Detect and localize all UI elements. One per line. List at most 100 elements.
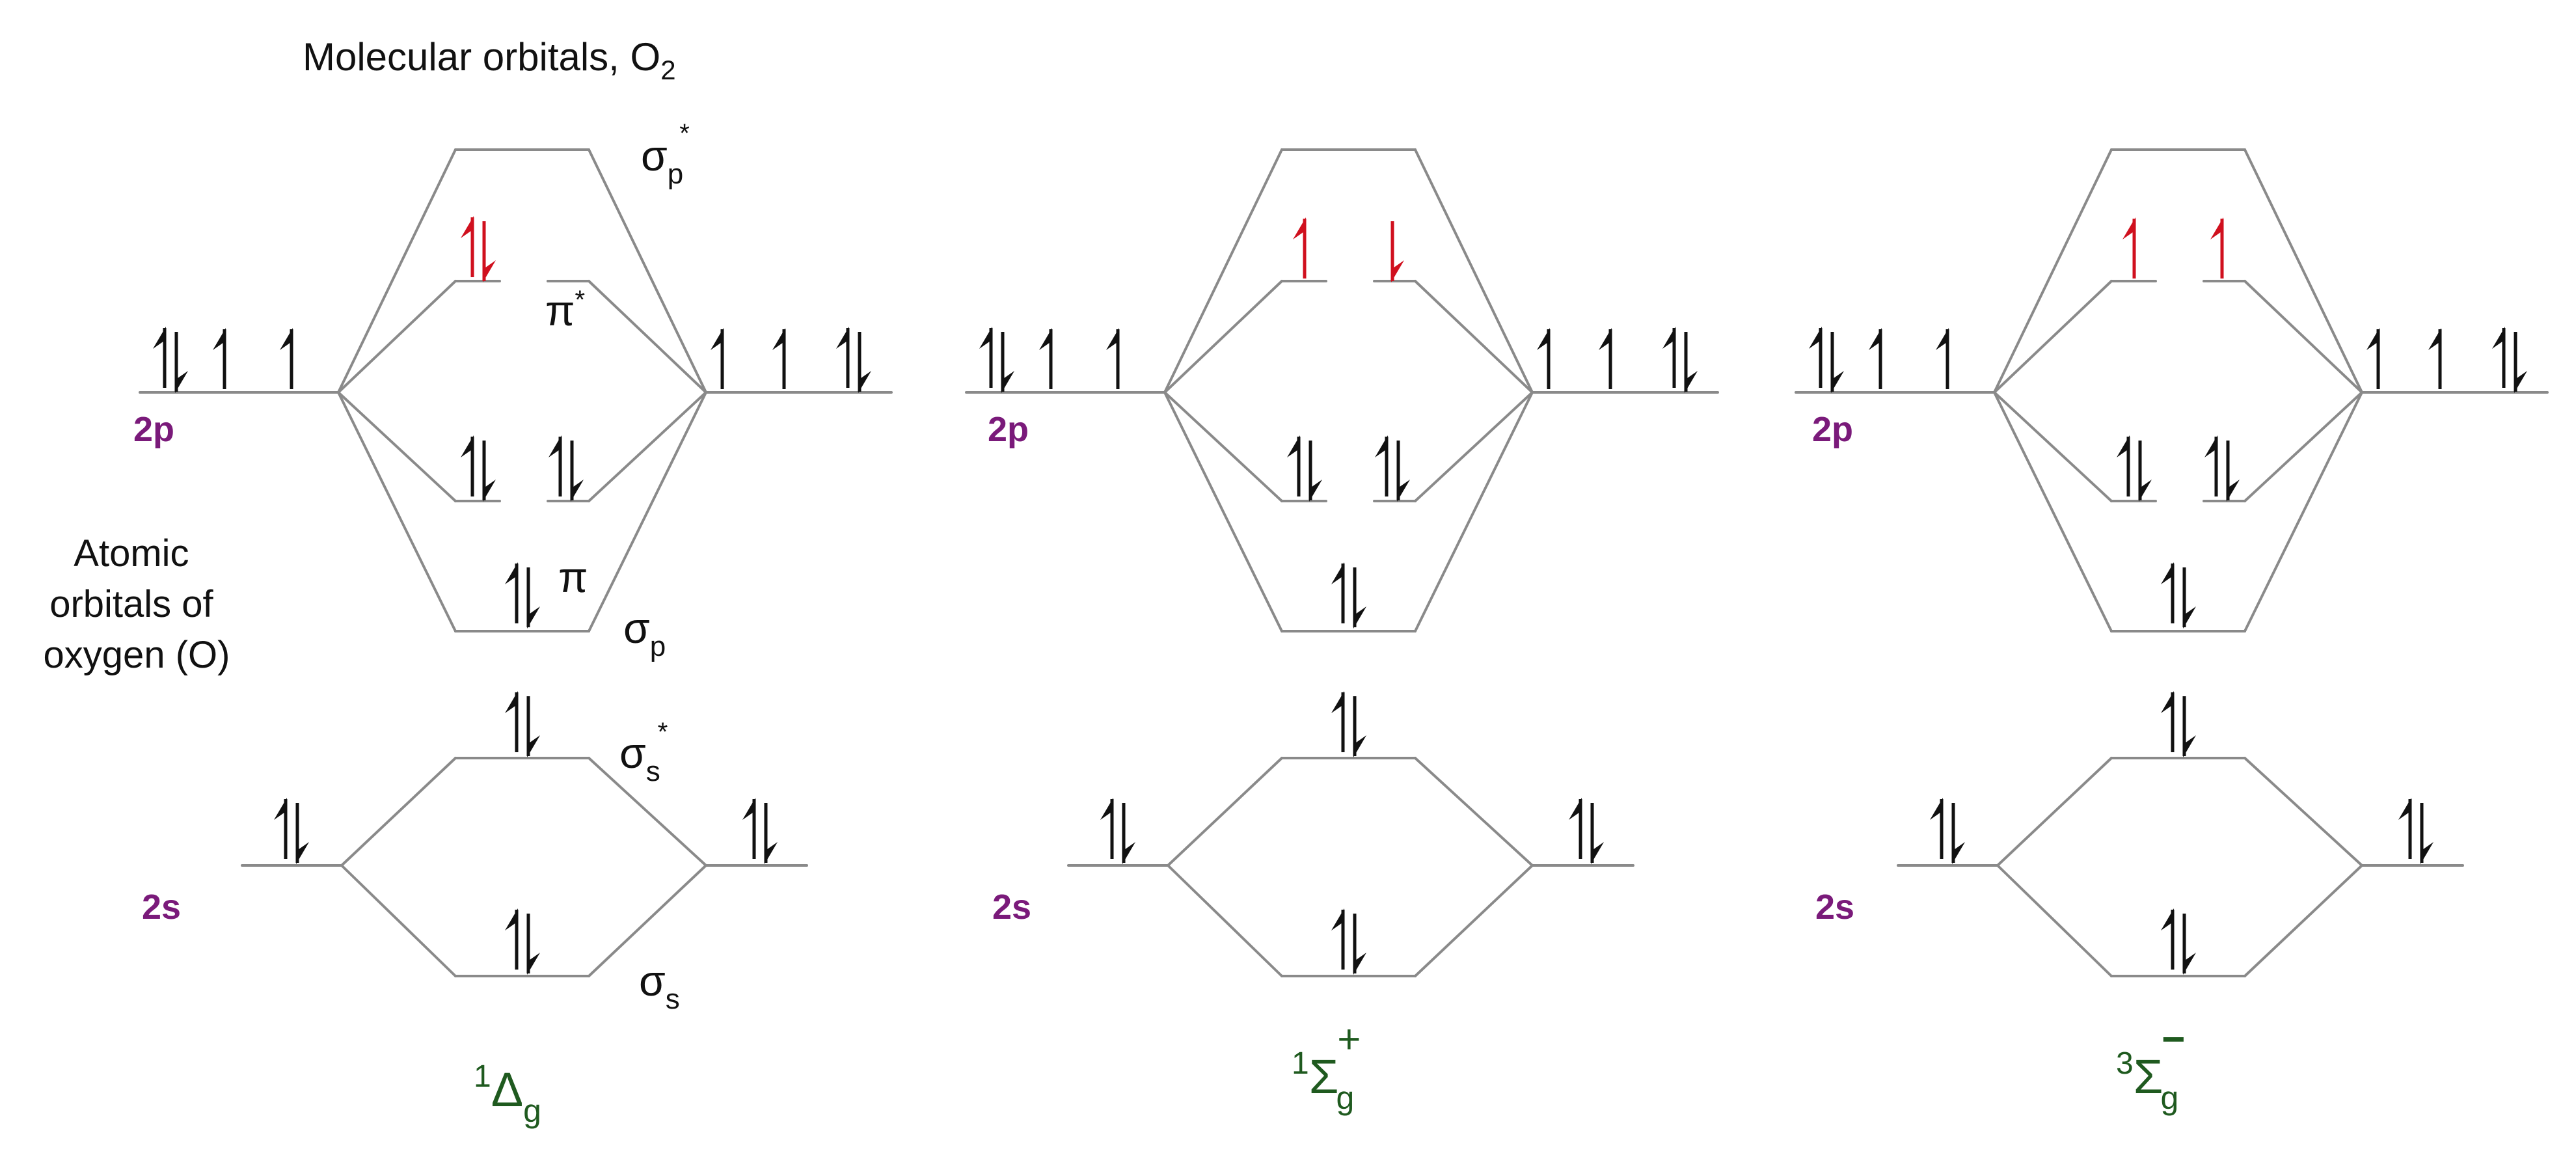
panel-3-pi-right-conn (2244, 391, 2363, 502)
panel-3-pi-star-right-conn (2244, 280, 2363, 394)
label-sigma-p-star: σp* (641, 119, 690, 190)
panel-2-2p-right-e3-up (1662, 327, 1676, 388)
panel-3-2s-left-e-up (1930, 798, 1944, 859)
state-label-3: 3Σg− (2116, 1017, 2185, 1116)
panel-3-pi-star-left-conn (1993, 280, 2113, 394)
panel-1-2p-left-e1-up (153, 327, 167, 388)
panel-3-sigma-s-star-e-up (2161, 691, 2175, 752)
panel-1-2p-left-e1-down (174, 332, 188, 393)
panel-2-2p-right-e2 (1599, 328, 1612, 389)
panel-2-sigma-p-star-left-conn (1163, 148, 1283, 394)
panel-3-sigma-s-star-left-conn (1996, 757, 2113, 867)
atomic-label-line-2: orbitals of (49, 583, 213, 625)
panel-2-pi-star-right-conn (1414, 280, 1534, 394)
panel-3-2p-left-e1-down (1830, 332, 1844, 393)
panel-3-2p-right-e3-up (2492, 327, 2506, 388)
panel-1-sigma-s-right-conn (588, 864, 707, 977)
atomic-label-line-3: oxygen (O) (44, 634, 230, 676)
label-2p-panel-3: 2p (1812, 410, 1853, 449)
panel-3-2p-right-e2 (2428, 328, 2442, 389)
panel-1-sigma-p-e-up (505, 562, 519, 623)
panel-1-2p-left-e3 (280, 328, 293, 389)
panel-3-pi-left-conn (1993, 391, 2113, 502)
panel-3-sigma-s-e-up (2161, 908, 2175, 970)
panel-1-sigma-s-star-right-conn (588, 757, 707, 867)
panel-2-2s-left-e-up (1100, 798, 1114, 859)
panel-1-pi-left-e-down (482, 441, 496, 502)
label-sigma-p: σp (623, 604, 666, 662)
panel-1-pi-star-left-e-down (482, 221, 496, 282)
panel-2-pi-left-conn (1163, 391, 1283, 502)
panel-1-pi-left-conn (337, 391, 457, 502)
panel-1-pi-star-left-e-up (461, 216, 474, 277)
panel-3-2p-left-e3 (1936, 328, 1949, 389)
panel-3-sigma-s-e-down (2182, 914, 2196, 975)
panel-1-2p-right-e3-up (836, 327, 850, 388)
panel-3-pi-left-e-down (2138, 441, 2152, 502)
panel-1-pi-right-e-up (549, 435, 562, 496)
panel-1-2p-right-e1 (711, 328, 724, 389)
atomic-label-line-1: Atomic (74, 532, 189, 575)
label-2s-panel-2: 2s (992, 888, 1031, 927)
label-pi-star: π* (545, 286, 585, 334)
panel-2-2p-right-e3-down (1684, 332, 1698, 393)
panel-2-2p-right-e1 (1537, 328, 1551, 389)
panel-3-sigma-s-star-e-down (2182, 696, 2196, 757)
panel-2-pi-left-e-up (1287, 435, 1301, 496)
label-2s-panel-1: 2s (142, 888, 181, 927)
panel-2-2p-left-e2 (1039, 328, 1053, 389)
panel-2-2s-left-e-down (1122, 803, 1135, 864)
panel-1-sigma-s-e-up (505, 908, 519, 970)
panel-3-2s-right-e-down (2420, 803, 2434, 864)
panel-1-sigma-p-star-right-conn (588, 148, 707, 394)
panel-1-sigma-s-star-e-up (505, 691, 519, 752)
panel-2-sigma-p-right-conn (1414, 391, 1534, 632)
panel-2-pi-right-conn (1414, 391, 1534, 502)
state-label-2: 1Σg+ (1292, 1017, 1361, 1116)
panel-1-2s-left-e-down (295, 803, 309, 864)
panel-3-2s-right-e-up (2398, 798, 2412, 859)
panel-3-2p-right-e1 (2366, 328, 2380, 389)
panel-3-sigma-s-left-conn (1996, 864, 2113, 977)
orbital-lines (139, 148, 2549, 977)
panel-3-pi-star-right-e (2210, 217, 2224, 279)
panel-2-sigma-s-star-right-conn (1414, 757, 1534, 867)
panel-2-pi-right-e-up (1375, 435, 1389, 496)
diagram-title: Molecular orbitals, O2 (303, 35, 676, 85)
electron-arrows (153, 216, 2527, 975)
panel-2-sigma-s-e-up (1331, 908, 1345, 970)
panel-1-sigma-s-star-e-down (526, 696, 540, 757)
panel-1-2s-right-e-up (742, 798, 756, 859)
label-2p-panel-1: 2p (133, 410, 174, 449)
panel-2-sigma-s-star-e-up (1331, 691, 1345, 752)
panel-2-sigma-p-e-down (1353, 567, 1366, 629)
panel-1-pi-right-e-down (570, 441, 584, 502)
panel-1-pi-right-conn (588, 391, 707, 502)
panel-2-pi-star-left-e (1293, 217, 1307, 279)
label-2s-panel-3: 2s (1815, 888, 1854, 927)
panel-2-pi-star-right-e (1390, 221, 1404, 282)
panel-2-2s-right-e-up (1569, 798, 1582, 859)
panel-3-sigma-s-right-conn (2244, 864, 2363, 977)
panel-2-sigma-s-star-e-down (1353, 696, 1366, 757)
panel-2-sigma-s-left-conn (1167, 864, 1283, 977)
panel-1-sigma-p-star-left-conn (337, 148, 457, 394)
panel-3-sigma-p-e-up (2161, 562, 2175, 623)
panel-1-pi-left-e-up (461, 435, 474, 496)
panel-1-2p-right-e3-down (858, 332, 871, 393)
panel-3-sigma-p-star-right-conn (2244, 148, 2363, 394)
panel-3-pi-right-e-up (2204, 435, 2218, 496)
panel-1-pi-star-left-conn (337, 280, 457, 394)
atomic-orbitals-label: Atomic orbitals of oxygen (O) (44, 532, 230, 676)
panel-3-pi-right-e-down (2226, 441, 2240, 502)
panel-1-sigma-s-left-conn (340, 864, 457, 977)
panel-2-2p-left-e3 (1106, 328, 1120, 389)
panel-1-2s-left-e-up (274, 798, 288, 859)
panel-1-sigma-p-e-down (526, 567, 540, 629)
panel-2-pi-right-e-down (1396, 441, 1410, 502)
panel-2-2p-left-e1-down (1001, 332, 1014, 393)
panel-1-2p-right-e2 (772, 328, 786, 389)
panel-2-sigma-p-e-up (1331, 562, 1345, 623)
